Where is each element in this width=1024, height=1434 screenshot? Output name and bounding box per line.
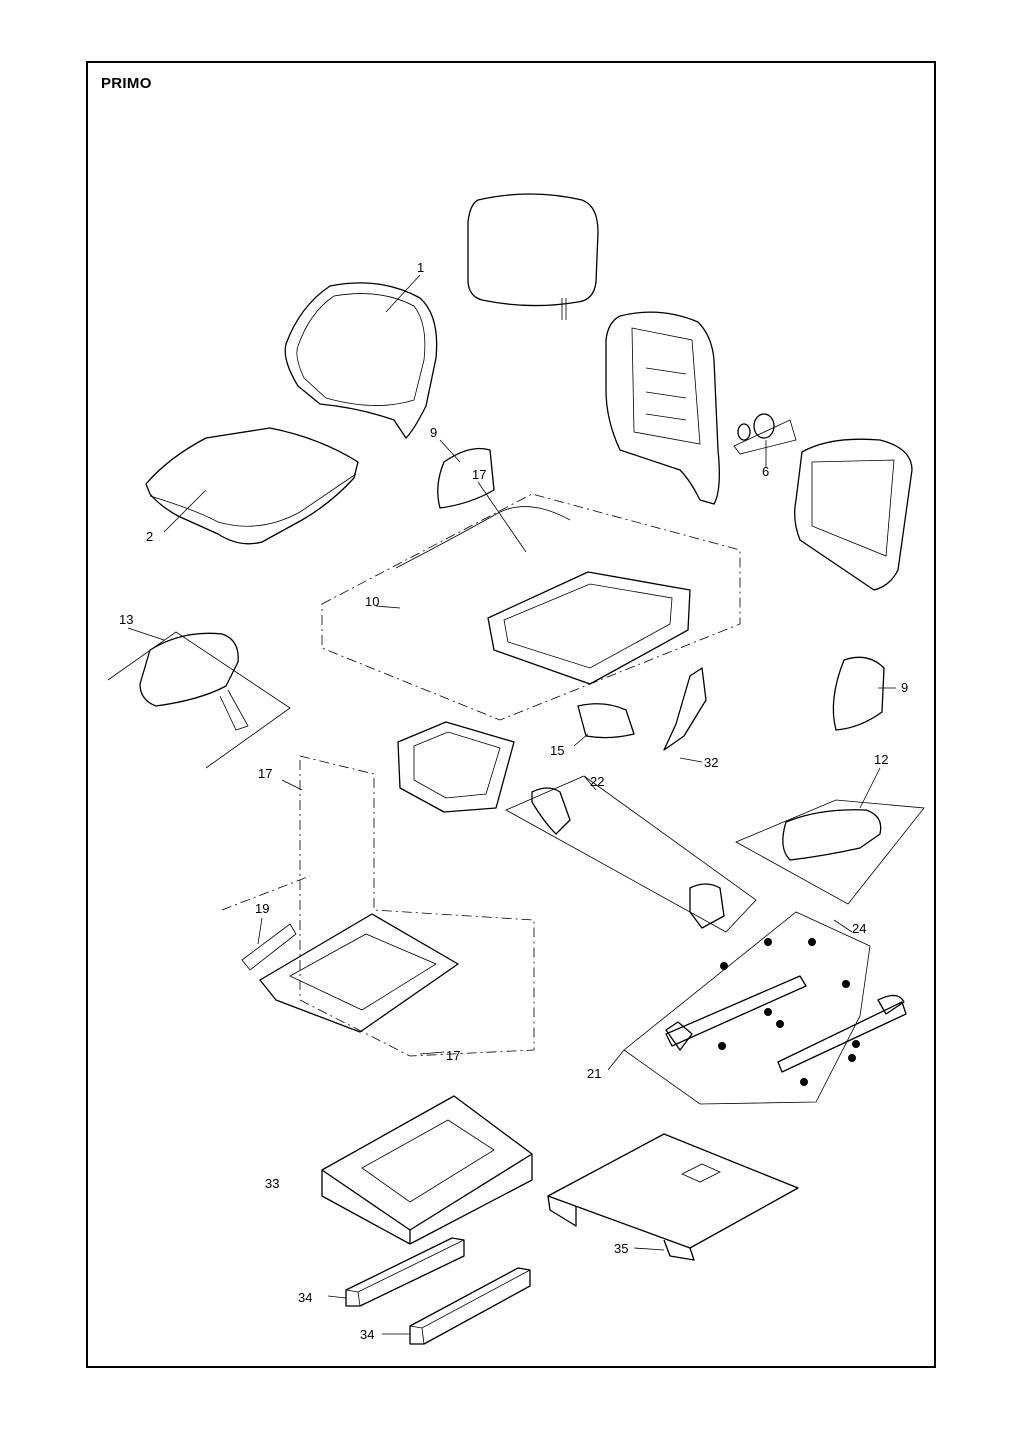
callout-24: 24 [852, 921, 866, 936]
seat-belt [505, 775, 757, 933]
armrest-left-outline [107, 631, 291, 769]
callout-33: 33 [265, 1176, 279, 1191]
callout-10: 10 [365, 594, 379, 609]
callout-15: 15 [550, 743, 564, 758]
callout-22: 22 [590, 774, 604, 789]
headrest [467, 193, 599, 320]
lumbar-knob [733, 413, 797, 455]
slide-rails [665, 975, 907, 1073]
callout-17-top: 17 [472, 467, 486, 482]
group-outline-10 [321, 493, 741, 721]
lever [663, 667, 707, 751]
callout-34-lower: 34 [360, 1327, 374, 1342]
callout-19: 19 [255, 901, 269, 916]
group-outline-24 [623, 911, 871, 1105]
callout-12: 12 [874, 752, 888, 767]
rail-fastener-dots [718, 938, 860, 1086]
callout-35: 35 [614, 1241, 628, 1256]
armrest-right-outline [735, 799, 925, 905]
suspension-mechanism [241, 913, 459, 1033]
callout-17-bottom: 17 [446, 1048, 460, 1063]
group-outline-17 [221, 755, 535, 1057]
mounting-plate [547, 1133, 799, 1261]
mounting-box [321, 1095, 533, 1245]
callout-2: 2 [146, 529, 153, 544]
callout-9-left: 9 [430, 425, 437, 440]
diagram-title: PRIMO [101, 75, 152, 92]
callout-1: 1 [417, 260, 424, 275]
callout-9-right: 9 [901, 680, 908, 695]
callout-21: 21 [587, 1066, 601, 1081]
callout-34-upper: 34 [298, 1290, 312, 1305]
armrest-left [139, 632, 249, 731]
leader-lines [127, 274, 896, 1335]
callout-13: 13 [119, 612, 133, 627]
suspension-cover [397, 721, 515, 813]
side-cover-right [832, 656, 885, 731]
callout-32: 32 [704, 755, 718, 770]
handle [577, 703, 635, 739]
diagram-frame [86, 61, 936, 1368]
square-tube-lower [409, 1267, 531, 1345]
callout-17-mid: 17 [258, 766, 272, 781]
side-cover-left [437, 447, 495, 509]
backrest-cushion [284, 282, 438, 439]
back-cover-panel [794, 438, 913, 591]
square-tube-upper [345, 1237, 465, 1307]
callout-6: 6 [762, 464, 769, 479]
backrest-frame [605, 311, 720, 505]
seat-base-frame [395, 506, 691, 685]
seat-cushion [145, 427, 359, 545]
armrest-right [782, 809, 882, 861]
